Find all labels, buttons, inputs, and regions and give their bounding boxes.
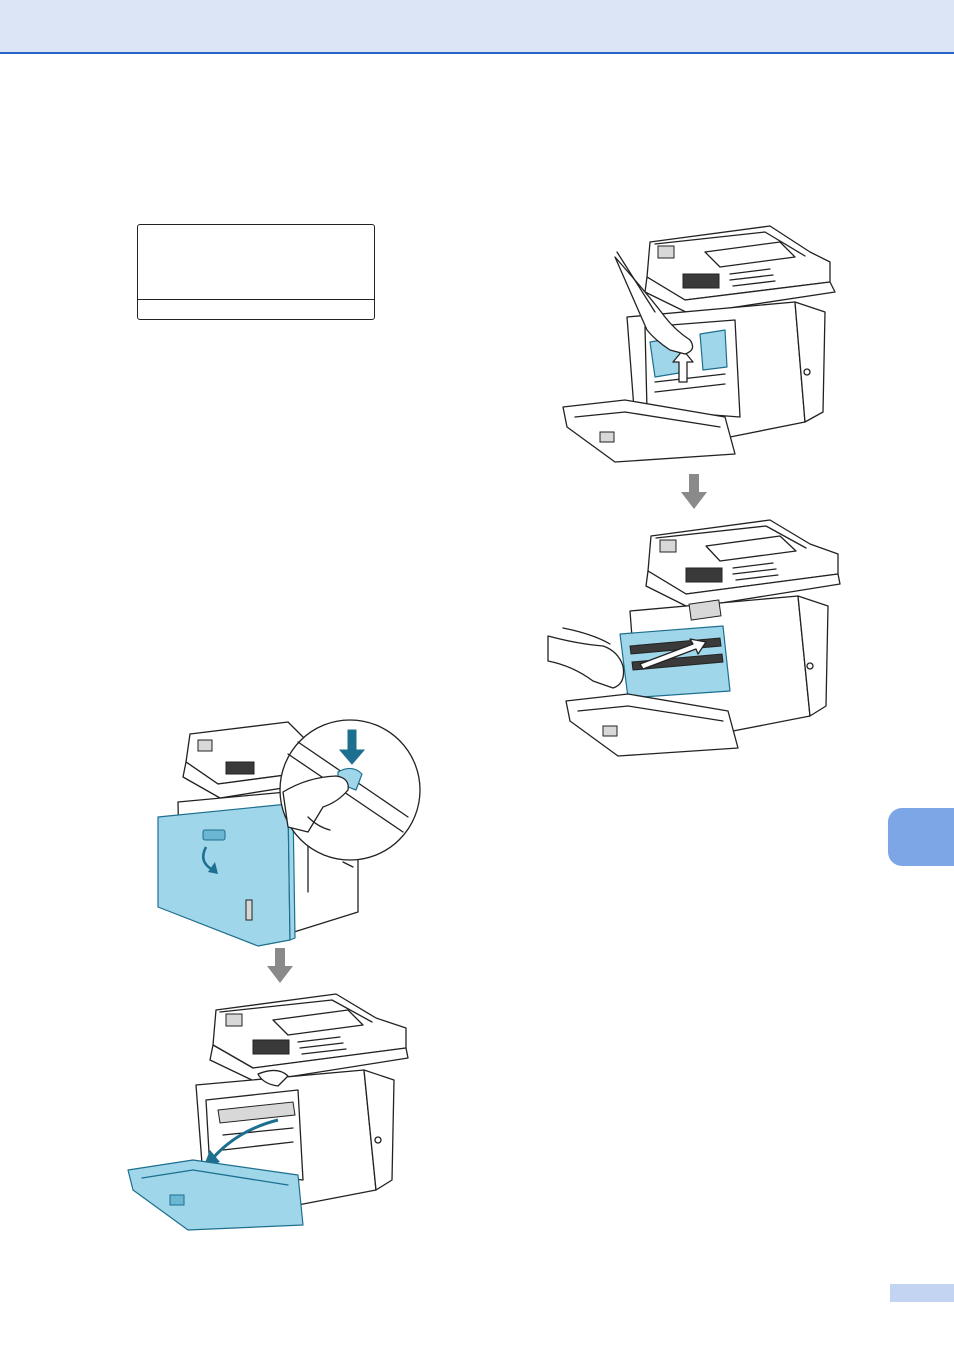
printer-front-release-illustration (158, 712, 428, 952)
arrow-down-icon (266, 948, 294, 984)
arrow-down-icon (680, 474, 708, 510)
chapter-side-tab (888, 808, 954, 866)
lcd-divider (138, 299, 374, 300)
page-number-box (890, 1284, 954, 1302)
printer-drum-pull-illustration (548, 516, 848, 761)
printer-drum-lift-illustration (555, 222, 845, 467)
page-header-bar (0, 0, 954, 54)
lcd-message-box (137, 224, 375, 320)
printer-open-cover-illustration (128, 990, 413, 1230)
